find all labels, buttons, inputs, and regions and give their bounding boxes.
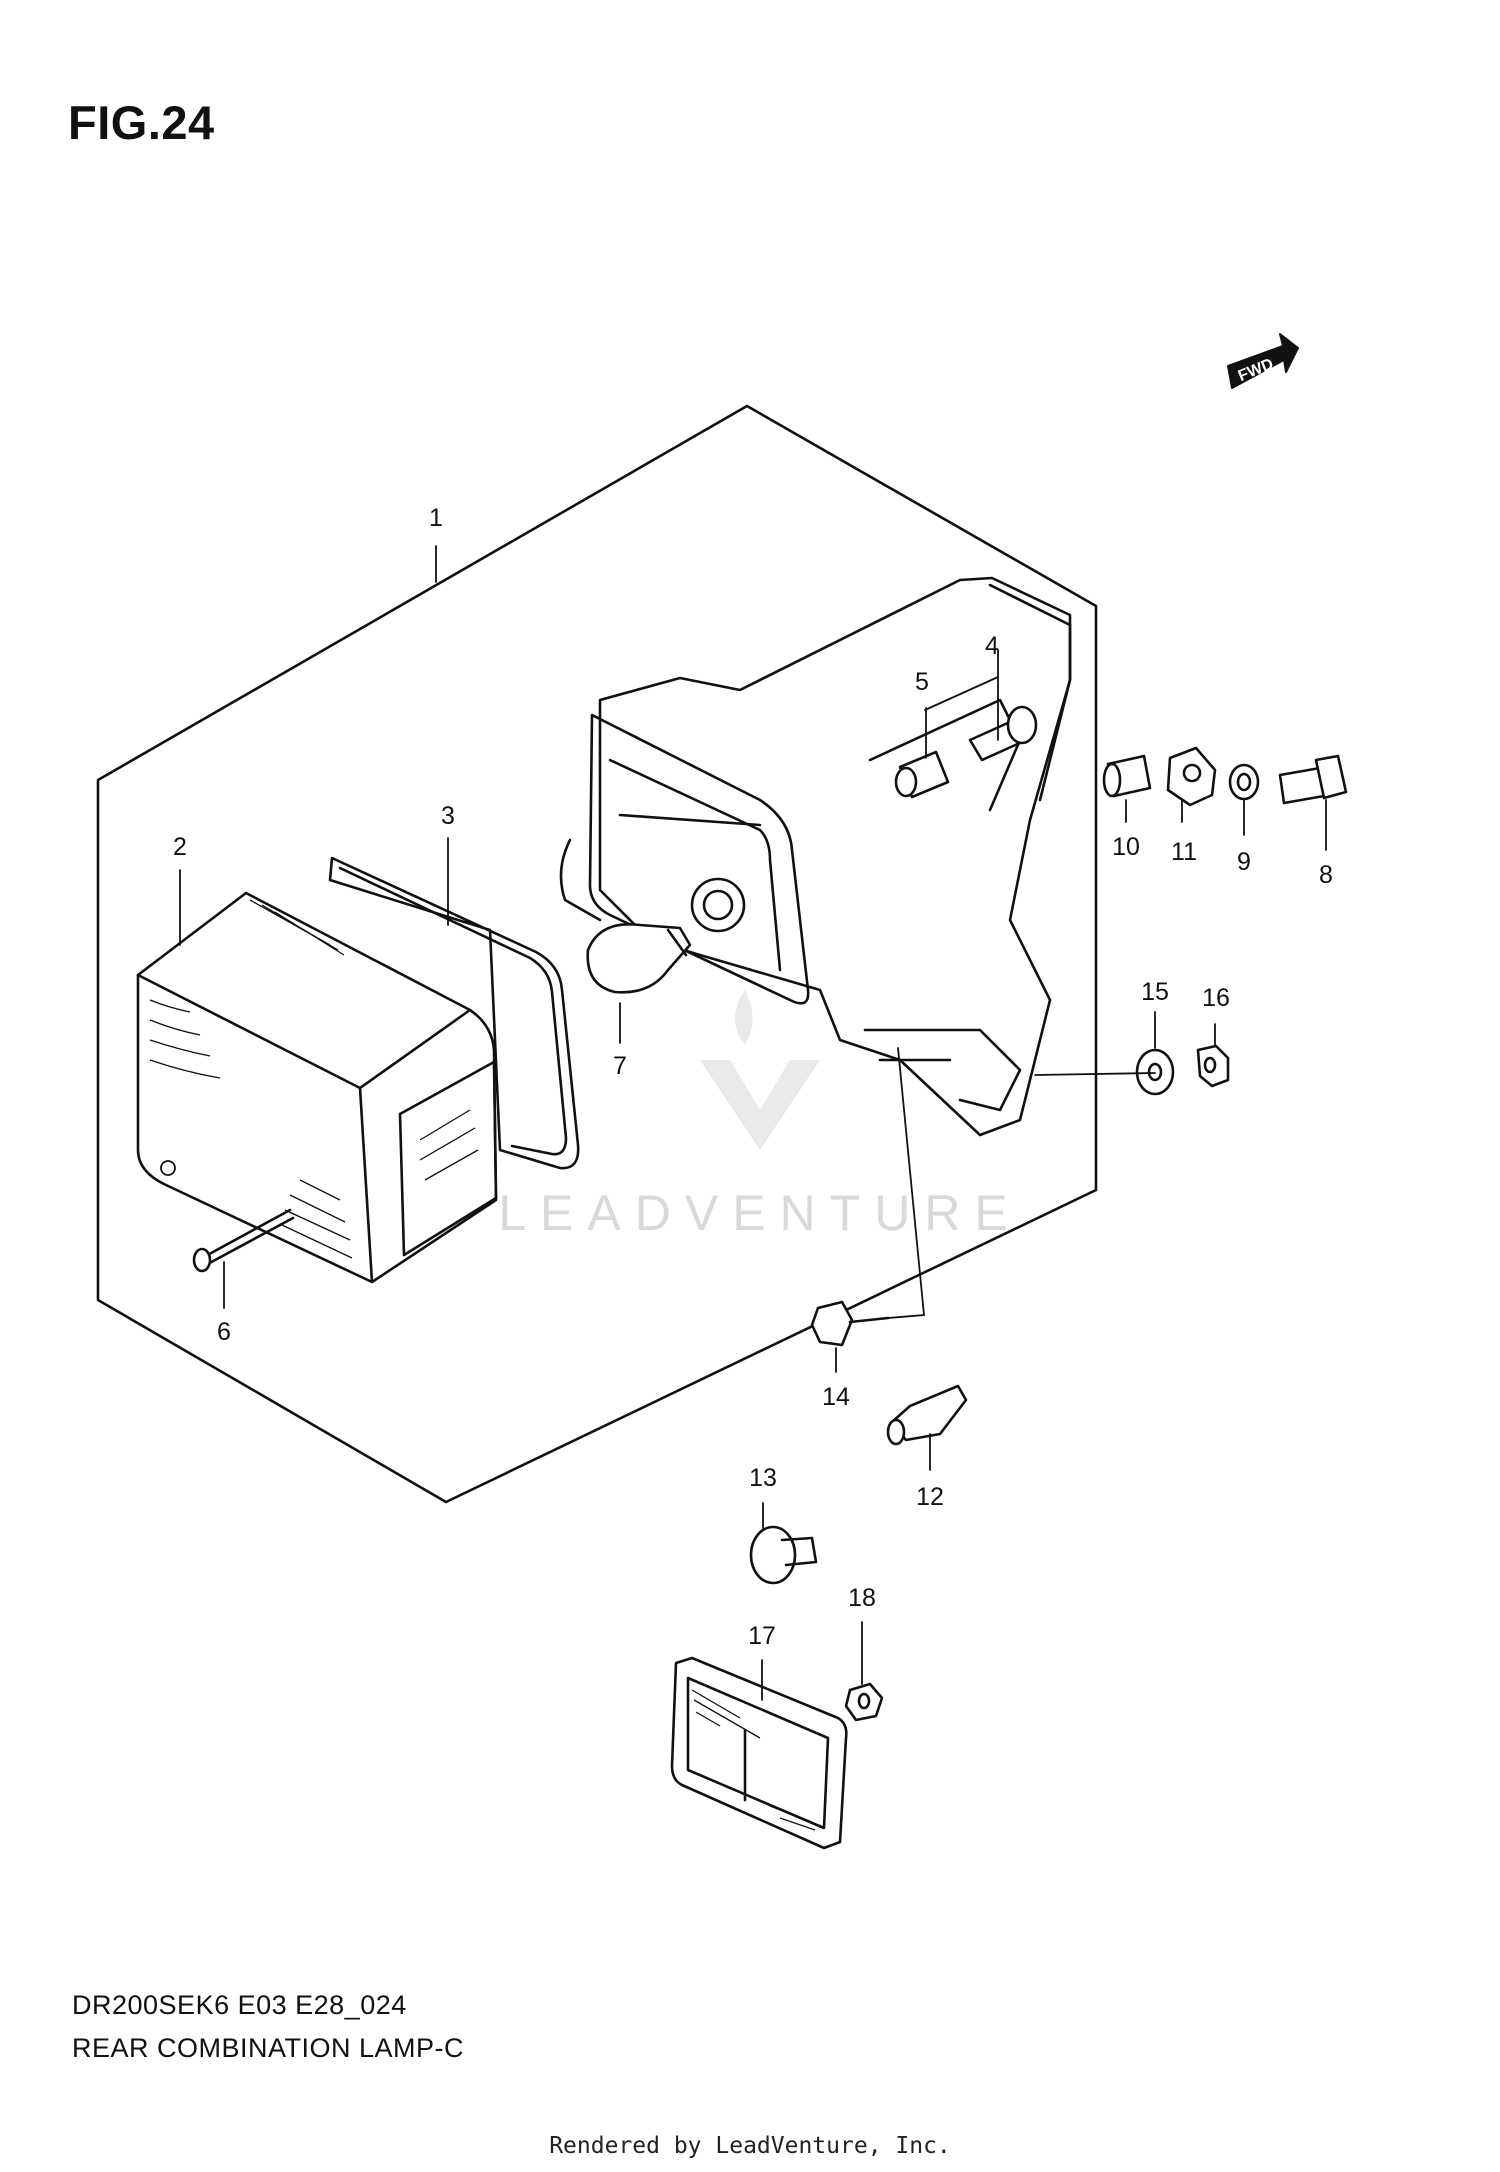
part-7-bulb (586, 923, 692, 994)
figure-title: FIG.24 (68, 96, 215, 149)
callout-10: 10 (1112, 833, 1140, 861)
part-3-gasket (328, 856, 580, 1170)
part-18-nut (844, 1682, 884, 1722)
callout-7: 7 (613, 1052, 627, 1080)
part-9-washer (1228, 763, 1260, 801)
part-12-cover (886, 1384, 968, 1446)
part-8-bolt (1278, 754, 1348, 805)
section-title: REAR COMBINATION LAMP-C (72, 2033, 465, 2063)
part-10-collar (1102, 754, 1152, 798)
part-13-grommet (749, 1525, 818, 1585)
part-15-washer (1135, 1048, 1175, 1096)
callout-3: 3 (441, 802, 455, 830)
callout-15: 15 (1141, 978, 1169, 1006)
callout-18: 18 (848, 1584, 876, 1612)
callout-16: 16 (1202, 984, 1230, 1012)
housing-assembly (559, 576, 1072, 1137)
part-4-bolt (968, 705, 1038, 762)
callout-11: 11 (1171, 838, 1197, 866)
callout-9: 9 (1237, 848, 1251, 876)
callout-1: 1 (429, 504, 443, 532)
part-16-nut (1196, 1044, 1230, 1088)
part-11-cushion (1166, 746, 1217, 807)
forward-arrow-icon: FWD (1227, 333, 1299, 389)
assembly-outline (96, 404, 1098, 1504)
render-credit: Rendered by LeadVenture, Inc. (549, 2133, 951, 2159)
callout-8: 8 (1319, 861, 1333, 889)
callout-2: 2 (173, 833, 187, 861)
callout-14: 14 (822, 1383, 850, 1411)
part-5-collar (894, 750, 950, 799)
part-17-reflector (670, 1656, 848, 1850)
model-code: DR200SEK6 E03 E28_024 (72, 1990, 407, 2020)
callout-4: 4 (985, 632, 999, 660)
callout-12: 12 (916, 1483, 944, 1511)
watermark-text: LEADVENTURE (498, 1185, 1022, 1241)
part-14-screw (810, 1300, 890, 1347)
part-2-lens (136, 891, 498, 1284)
leader-lines (179, 545, 1327, 1701)
callout-5: 5 (915, 668, 929, 696)
callout-13: 13 (749, 1464, 777, 1492)
leadventure-logo-icon (700, 990, 820, 1150)
part-6-screw (192, 1208, 295, 1273)
callout-17: 17 (748, 1622, 776, 1650)
callout-6: 6 (217, 1318, 231, 1346)
